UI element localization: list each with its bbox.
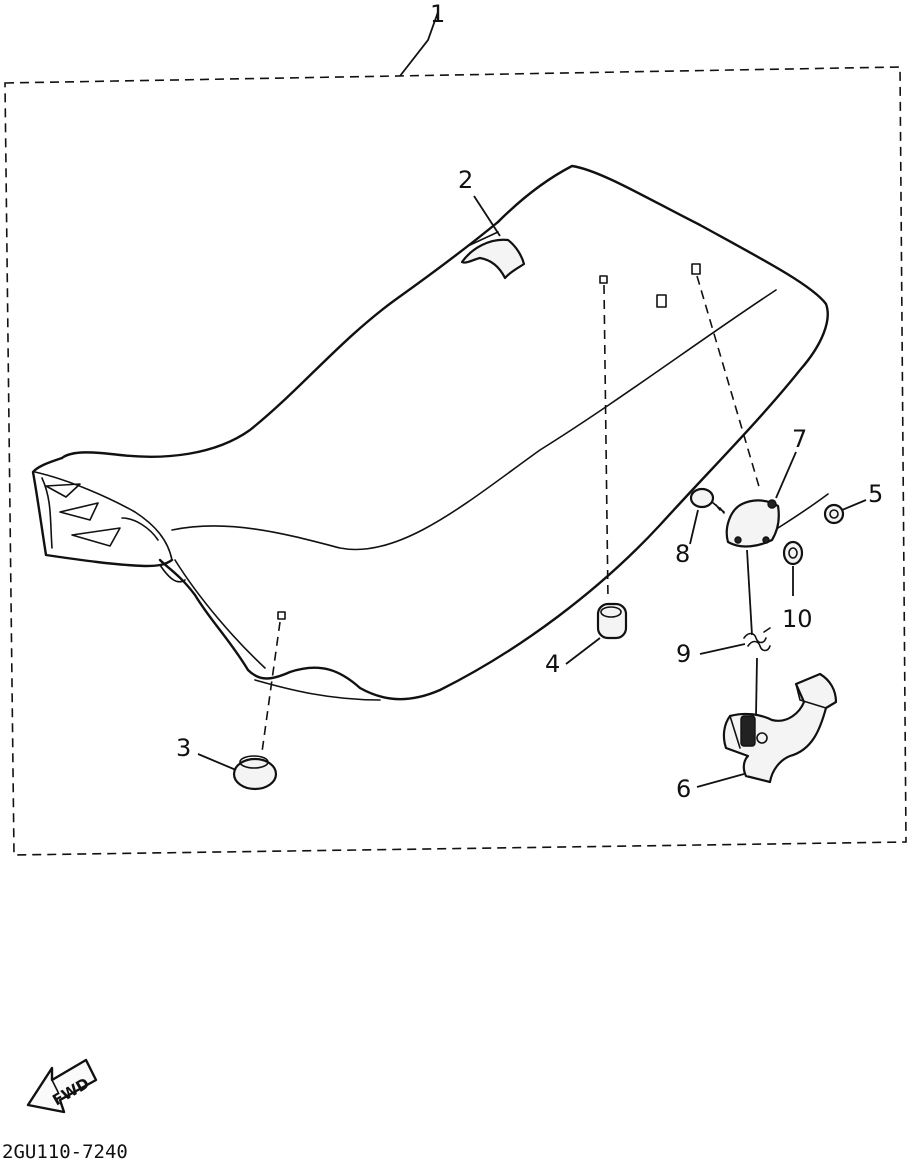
callout-6: 6 (676, 775, 691, 803)
leader-3 (197, 753, 237, 771)
seat (31, 164, 829, 701)
callout-3: 3 (176, 734, 191, 762)
assembly-line-4 (603, 284, 609, 601)
damper-3 (232, 755, 278, 791)
callout-8: 8 (675, 540, 690, 568)
leader-5 (841, 499, 867, 511)
lock-bracket (725, 499, 780, 548)
leader-1 (399, 11, 439, 77)
leader-4 (565, 637, 601, 665)
bolt-8 (689, 487, 725, 514)
callout-10: 10 (782, 605, 813, 633)
leader-2 (473, 195, 501, 237)
damper-4 (596, 602, 628, 640)
bracket-clip-5 (777, 493, 829, 529)
callout-5: 5 (868, 480, 883, 508)
callout-9: 9 (676, 640, 691, 668)
assembly-line-6 (696, 275, 761, 491)
callout-7: 7 (792, 425, 807, 453)
assembly-line-bracket (746, 549, 753, 636)
leader-6 (696, 773, 745, 788)
spring-9 (743, 627, 771, 652)
callout-1: 1 (430, 0, 445, 28)
leader-8 (689, 509, 699, 545)
part-code: 2GU110-7240 (2, 1141, 128, 1163)
leader-9 (699, 643, 746, 655)
assembly-line-3 (261, 621, 281, 753)
assembly-boundary (4, 66, 907, 856)
washer-10 (782, 540, 804, 566)
callout-4: 4 (545, 650, 560, 678)
assembly-line-6b (755, 657, 758, 717)
nut-5 (823, 503, 845, 525)
seat-lock-6 (722, 672, 838, 784)
leader-7 (775, 451, 797, 499)
callout-2: 2 (458, 166, 473, 194)
fwd-arrow-icon (26, 1058, 98, 1114)
